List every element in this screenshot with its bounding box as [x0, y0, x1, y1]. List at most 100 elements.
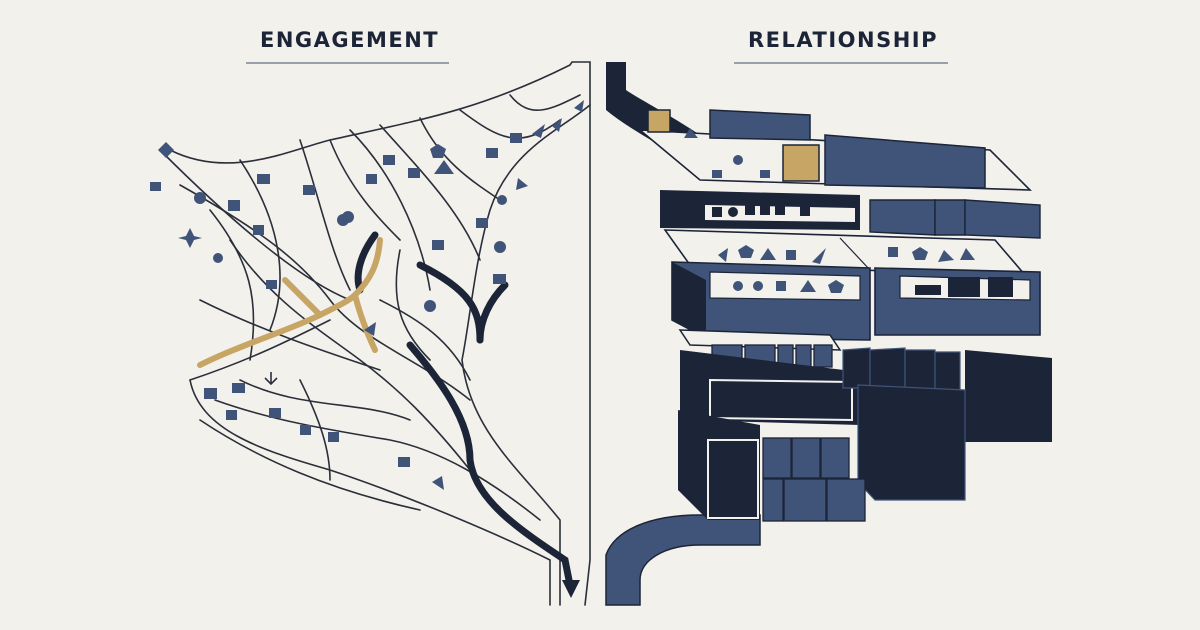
relationship-heading-label: RELATIONSHIP	[748, 28, 938, 52]
down-arrow-icon	[264, 372, 278, 386]
flow-arrow-icon	[562, 580, 580, 598]
square-icon	[228, 200, 240, 211]
tier-1-block	[824, 134, 986, 189]
square-icon	[712, 170, 722, 178]
tier-5-frame-inset	[709, 378, 853, 422]
path-line	[329, 139, 401, 241]
path-line	[299, 379, 331, 481]
tier-6-block	[762, 478, 784, 522]
square-icon	[800, 206, 810, 216]
square-icon	[253, 225, 264, 235]
tier-6-tall-block	[857, 384, 966, 501]
triangle-icon	[960, 248, 975, 260]
circle-icon	[753, 281, 763, 291]
relationship-heading: RELATIONSHIP	[734, 28, 948, 64]
diamond-icon	[158, 142, 174, 158]
circle-icon	[497, 195, 507, 205]
highlight-path	[282, 277, 323, 318]
square-icon	[510, 133, 522, 143]
triangle-icon	[718, 248, 728, 262]
triangle-icon	[432, 476, 444, 490]
tier-6-frame-inset	[707, 439, 759, 519]
square-icon	[476, 218, 488, 228]
tray-divider	[839, 237, 871, 271]
funnel-outline-right	[584, 104, 591, 606]
tier-6-block	[762, 437, 792, 479]
circle-icon	[733, 281, 743, 291]
circle-icon	[213, 253, 223, 263]
arrow-icon	[574, 100, 584, 112]
path-line	[239, 159, 281, 331]
square-icon	[776, 281, 786, 291]
circle-icon	[424, 300, 436, 312]
path-line	[299, 139, 351, 291]
gold-block	[647, 109, 671, 133]
tier-5-block	[869, 347, 906, 389]
triangle-icon	[516, 178, 528, 190]
tier-5-block	[904, 349, 936, 391]
pipe-bottom	[605, 514, 761, 606]
path-line	[214, 399, 541, 521]
secondary-flow-path	[476, 281, 509, 344]
tier-5-block	[813, 344, 833, 368]
square-icon	[712, 207, 722, 217]
square-icon	[366, 174, 377, 184]
path-line	[379, 124, 481, 261]
triangle-icon	[684, 128, 698, 138]
arrow-icon	[812, 248, 826, 264]
path-line	[189, 319, 331, 381]
square-icon	[432, 240, 444, 250]
square-icon	[300, 425, 311, 435]
square-icon	[745, 205, 755, 215]
tier-6-block	[826, 478, 866, 522]
square-icon	[150, 182, 161, 191]
path-line	[199, 419, 421, 511]
triangle-icon	[800, 280, 816, 292]
arrow-icon	[552, 118, 562, 132]
pentagon-icon	[738, 245, 754, 258]
square-icon	[257, 174, 270, 184]
square-icon	[948, 277, 980, 297]
square-icon	[383, 155, 395, 165]
tier-4-box-front	[672, 262, 706, 338]
square-icon	[398, 457, 410, 467]
tier-6-block	[791, 437, 821, 479]
square-icon	[988, 277, 1013, 297]
tier-6-block	[783, 478, 827, 522]
pentagon-icon	[828, 280, 844, 293]
path-line	[509, 94, 581, 111]
path-line	[395, 249, 431, 361]
path-line	[239, 379, 411, 421]
highlight-path	[352, 292, 378, 353]
engagement-heading-rule	[246, 62, 450, 64]
circle-icon	[728, 207, 738, 217]
gold-block	[782, 144, 820, 182]
square-icon	[328, 432, 339, 442]
square-icon	[204, 388, 217, 399]
square-icon	[266, 280, 277, 289]
tertiary-flow-path	[354, 231, 379, 294]
circle-icon	[733, 155, 743, 165]
square-icon	[486, 148, 498, 158]
circle-icon	[194, 192, 206, 204]
path-line	[159, 149, 351, 301]
pentagon-icon	[912, 247, 928, 260]
circle-icon	[494, 241, 506, 253]
highlight-path	[197, 292, 358, 368]
square-icon	[775, 205, 785, 215]
square-icon	[408, 168, 420, 178]
triangle-icon	[434, 160, 454, 174]
tier-2-block	[964, 199, 1041, 239]
square-icon	[232, 383, 245, 393]
relationship-heading-rule	[734, 62, 948, 64]
path-line	[179, 184, 471, 401]
square-icon	[786, 250, 796, 260]
tier-6-block	[820, 437, 850, 479]
tier-2-block	[869, 199, 936, 236]
primary-flow-path	[406, 341, 574, 589]
highlight-path	[352, 237, 383, 298]
square-icon	[760, 170, 770, 178]
tier-5-block	[934, 351, 961, 393]
arrow-icon	[532, 124, 545, 138]
